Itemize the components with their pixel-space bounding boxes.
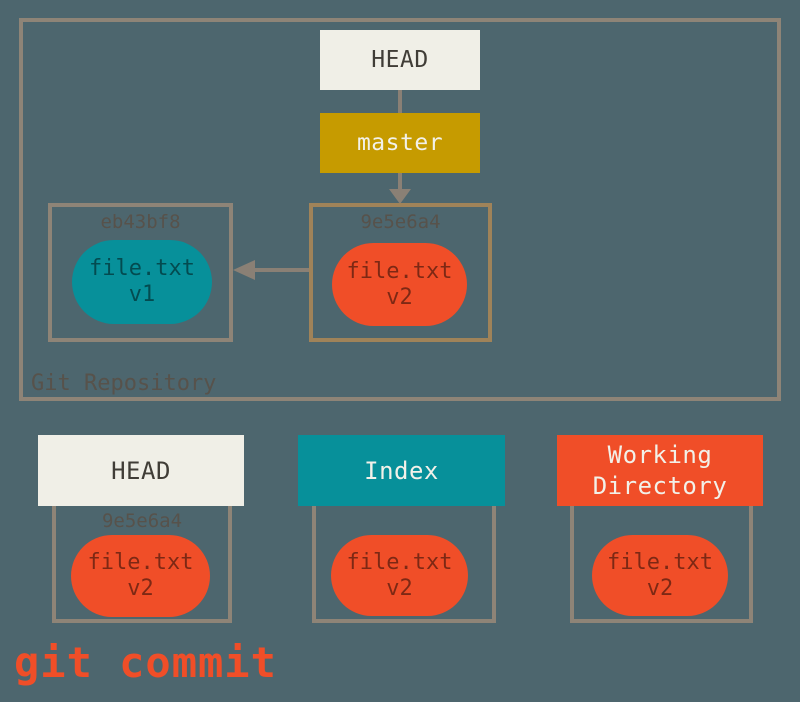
file-version: v1 xyxy=(128,282,156,307)
head-area-title: HEAD xyxy=(111,456,171,485)
head-area-header: HEAD xyxy=(38,435,244,506)
file-blob-parent: file.txt v1 xyxy=(72,240,212,324)
working-directory-box xyxy=(570,490,753,623)
working-directory-header: Working Directory xyxy=(557,435,763,506)
master-to-commit-connector xyxy=(398,172,402,190)
arrow-left-icon xyxy=(233,260,255,280)
index-area-title: Index xyxy=(364,456,439,485)
head-area-hash: 9e5e6a4 xyxy=(101,510,183,532)
working-directory-title: Working Directory xyxy=(592,440,728,500)
working-directory-file-blob: file.txt v2 xyxy=(592,535,728,616)
commit-box-parent xyxy=(48,203,233,342)
file-name: file.txt xyxy=(346,549,453,575)
file-name: file.txt xyxy=(89,256,195,281)
index-area-file-blob: file.txt v2 xyxy=(331,535,468,616)
file-version: v2 xyxy=(127,576,154,601)
file-name: file.txt xyxy=(346,258,453,284)
index-area-box xyxy=(312,490,496,623)
master-branch-label: master xyxy=(356,130,444,156)
commit-parent-connector xyxy=(253,268,309,272)
file-blob-current: file.txt v2 xyxy=(332,243,467,326)
head-pointer-box: HEAD xyxy=(320,30,480,90)
file-version: v2 xyxy=(386,284,413,310)
command-caption: git commit xyxy=(14,638,277,687)
index-area-header: Index xyxy=(298,435,505,506)
file-version: v2 xyxy=(386,575,413,601)
git-repository-label: Git Repository xyxy=(31,371,217,396)
head-to-master-connector xyxy=(398,88,402,115)
commit-hash-current: 9e5e6a4 xyxy=(360,211,441,233)
head-pointer-label: HEAD xyxy=(371,47,429,73)
file-name: file.txt xyxy=(607,549,713,575)
commit-box-current xyxy=(309,203,492,342)
master-branch-box: master xyxy=(320,113,480,173)
commit-hash-parent: eb43bf8 xyxy=(100,211,181,233)
file-name: file.txt xyxy=(87,550,194,575)
head-area-file-blob: file.txt v2 xyxy=(71,535,210,617)
arrow-down-icon xyxy=(389,189,411,204)
file-version: v2 xyxy=(646,575,674,601)
git-repository-box xyxy=(19,18,781,401)
